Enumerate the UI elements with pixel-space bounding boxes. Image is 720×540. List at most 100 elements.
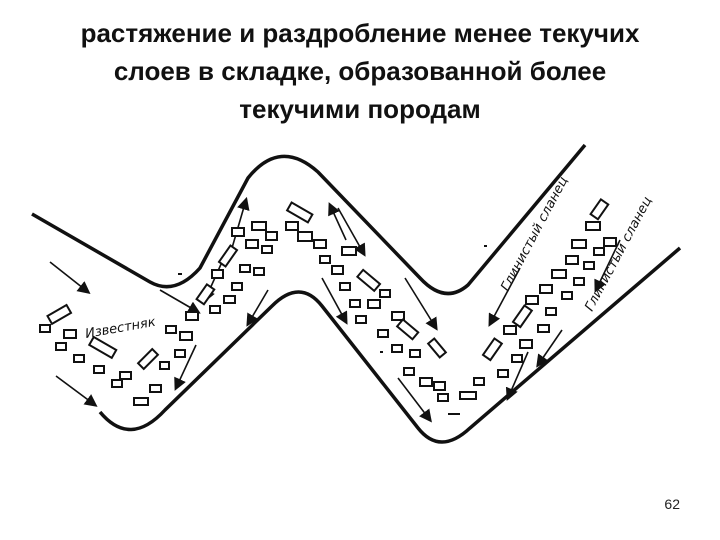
block [511,354,523,363]
arrow-anticline-right-up [328,202,347,241]
block [245,239,259,249]
block [39,324,51,333]
arrow-syncline-right-bottom [505,351,529,401]
block [503,325,517,335]
title-line-2: слоев в складке, образованной более [113,56,607,86]
block [459,391,477,400]
block [55,342,67,351]
fragmented-blocks [39,197,617,406]
block [473,377,485,386]
title-line-3: текучими породам [239,94,481,124]
block [377,329,389,338]
arrow-syncline-right-low [488,267,521,327]
block [589,197,610,221]
block [545,307,557,316]
block [285,221,299,231]
block [174,349,186,358]
block [297,231,313,242]
block [391,311,405,321]
block [209,305,221,314]
block [87,335,118,360]
block [63,329,77,339]
fold-lower-boundary [98,246,682,444]
block [165,325,177,334]
block [133,397,149,406]
block [253,267,265,276]
block [583,261,595,270]
arrow-anticline-left-up [231,196,250,249]
block [73,354,85,363]
arrow-syncline-left-mid [321,277,348,325]
title-line-1: растяжение и раздробление менее текучих [80,18,640,48]
arrow-right-limb-lower [536,329,563,368]
page-number: 62 [664,496,680,512]
block [561,291,573,300]
block [265,231,278,241]
block [239,264,251,273]
block [313,239,327,249]
block [231,227,245,237]
block [585,221,601,231]
block [231,282,243,291]
block [603,237,617,247]
block [593,247,605,256]
block [251,221,267,231]
block [571,239,587,249]
block [195,282,216,306]
block [217,244,239,268]
block [551,269,567,279]
slide-title: растяжение и раздробление менее текучих … [40,14,680,128]
block [481,337,504,362]
block [497,369,509,378]
block [159,361,170,370]
arrow-left-limb-down [49,261,91,294]
block [565,255,579,265]
block [539,284,553,294]
block [111,379,123,388]
block [437,393,449,402]
block [426,337,448,359]
block [285,201,314,224]
block [433,381,446,391]
block [409,349,421,358]
fold-upper-boundary [31,143,587,296]
block [331,265,344,275]
block [367,299,381,309]
arrow-anticline-lower-down [174,344,197,391]
block [573,277,585,286]
block [537,324,550,333]
specks [178,245,487,415]
block [519,339,533,349]
block [46,303,73,326]
block [349,299,361,308]
displacement-arrows [49,196,621,423]
block [355,268,382,293]
block [339,282,351,291]
block [403,367,415,376]
block [211,269,224,279]
arrow-anticline-right-down [337,207,366,257]
block [379,289,391,298]
arrow-anticline-left-lower [246,289,269,327]
block [355,315,367,324]
block [136,347,160,371]
block [511,304,534,329]
block [395,318,420,341]
block [419,377,433,387]
block [179,331,193,341]
block [319,255,331,264]
block [93,365,105,374]
label-limestone: Известняк [84,315,157,342]
block [223,295,236,304]
arrow-right-limb-upper [594,239,621,293]
block [185,311,199,321]
block [341,246,357,256]
arrow-left-limb-low [55,375,98,407]
arrow-syncline-left-upper [404,277,438,331]
block [525,295,539,305]
block [149,384,162,393]
arrow-syncline-left-lower [397,377,432,423]
block [119,371,132,380]
arrow-left-limb-mid [159,289,201,314]
block [261,245,273,254]
